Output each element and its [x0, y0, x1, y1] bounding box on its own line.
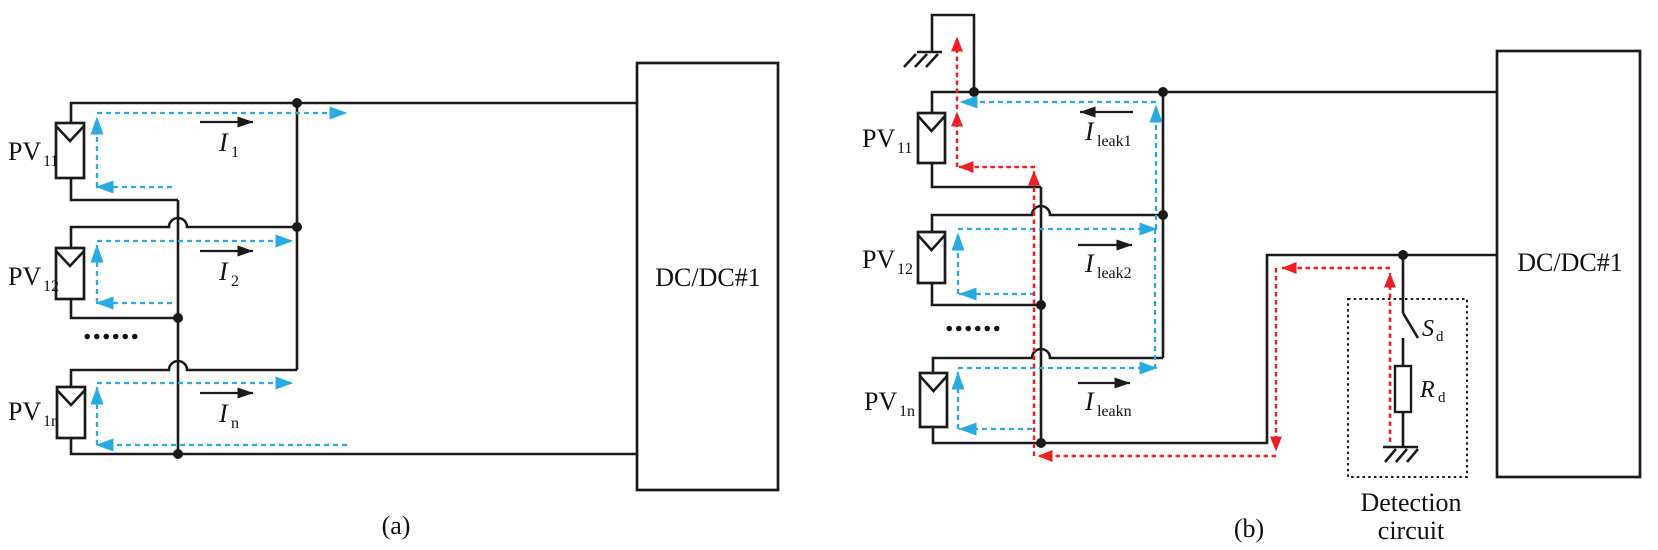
- pv-label-b1n-base: PV: [864, 387, 897, 416]
- current-label-a3-base: I: [218, 399, 229, 428]
- junction-b-2: [1158, 87, 1168, 97]
- pv-label-a12-sub: 12: [43, 278, 59, 295]
- pv-module-chevron-icon: [917, 234, 946, 252]
- pv-module-b-11: [916, 111, 947, 165]
- pv-module-chevron-icon: [55, 250, 85, 268]
- pv-module-a-1n: [55, 385, 87, 440]
- ellipsis-a: ......: [83, 310, 140, 347]
- wire-b-pv1n-top: [931, 347, 1163, 373]
- wire-a-bottom-bus: [69, 438, 637, 456]
- wire-a-top-bus: [69, 101, 637, 123]
- figure-a: DC/DC#1 I 1 I 2 I n PV 11 PV 12 PV 1n ..…: [8, 61, 780, 540]
- pv-label-b11-sub: 11: [897, 140, 912, 157]
- wire-a-pv1n-top: [69, 359, 297, 387]
- leak-label-b1-base: I: [1084, 117, 1095, 146]
- pv-label-a1n-sub: 1n: [43, 413, 59, 430]
- wire-b-pv12-top: [930, 204, 1163, 232]
- junction-b-6: [1398, 250, 1408, 260]
- wire-a-pv11-bottom: [69, 178, 178, 202]
- resistor-body: [1393, 364, 1413, 414]
- pv-label-a12-base: PV: [8, 262, 41, 291]
- pv-label-b11-base: PV: [862, 124, 895, 153]
- ellipsis-b: ......: [945, 302, 1002, 339]
- ground-symbol-top: [903, 50, 942, 68]
- junction-b-5: [1036, 438, 1046, 448]
- pv-module-a-11: [54, 121, 86, 180]
- pv-module-b-1n: [918, 371, 949, 429]
- pv-label-b12-sub: 12: [897, 261, 913, 278]
- current-label-a2-sub: 2: [231, 273, 239, 290]
- current-label-a2-base: I: [218, 257, 229, 286]
- pv-label-b12-base: PV: [862, 245, 895, 274]
- junction-a-2: [292, 222, 302, 232]
- junction-b-4: [1036, 300, 1046, 310]
- leak-label-b1-sub: leak1: [1097, 133, 1132, 150]
- junction-a-3: [173, 313, 183, 323]
- leak-label-b2-sub: leak2: [1097, 265, 1132, 282]
- switch-blade: [1401, 312, 1420, 339]
- current-label-a3-sub: n: [231, 415, 239, 432]
- detection-caption-line2: circuit: [1378, 516, 1445, 545]
- junction-b-3: [1158, 210, 1168, 220]
- junction-b-1: [969, 87, 979, 97]
- caption-b: (b): [1234, 514, 1264, 543]
- figure-b: DC/DC#1 I leak1 I leak2 I leakn PV 11 PV: [862, 13, 1642, 545]
- pv-label-a1n-base: PV: [8, 397, 41, 426]
- converter-label-b: DC/DC#1: [1517, 248, 1622, 277]
- pv-module-chevron-icon: [919, 375, 948, 393]
- wire-a-pv12-top: [69, 216, 297, 248]
- detection-caption-line1: Detection: [1360, 488, 1461, 517]
- wire-b-ground-top: [930, 13, 976, 92]
- wire-a-pv12-bottom: [69, 299, 178, 320]
- pv-module-chevron-icon: [917, 115, 946, 133]
- converter-box-b: [1495, 49, 1642, 479]
- junction-a-4: [173, 449, 183, 459]
- wire-b-top-bus: [930, 90, 1497, 113]
- leak-label-b3-sub: leakn: [1097, 403, 1132, 420]
- pv-module-a-12: [54, 246, 86, 301]
- pv-label-a11-sub: 11: [43, 153, 58, 170]
- ground-hatch-icon: [903, 53, 939, 68]
- converter-box-a: [635, 61, 780, 492]
- pv-module-b-12: [916, 230, 947, 285]
- pv-label-b1n-sub: 1n: [899, 403, 915, 420]
- wire-b-pv12-bottom: [930, 283, 1041, 307]
- leak-label-b2-base: I: [1084, 249, 1095, 278]
- converter-label-a: DC/DC#1: [655, 263, 760, 292]
- detection-circuit-box: [1347, 298, 1468, 478]
- switch-label-sub: d: [1436, 329, 1444, 345]
- caption-a: (a): [382, 511, 411, 540]
- current-label-a1-sub: 1: [231, 144, 239, 161]
- leak-label-b3-base: I: [1084, 387, 1095, 416]
- junction-a-1: [292, 98, 302, 108]
- switch-label-base: S: [1422, 316, 1434, 342]
- current-label-a1-base: I: [218, 128, 229, 157]
- ground-hatch-icon: [1384, 448, 1419, 463]
- resistor-label-sub: d: [1438, 390, 1446, 406]
- pv-label-a11-base: PV: [8, 137, 41, 166]
- pv-module-chevron-icon: [56, 389, 86, 407]
- wire-b-pv11-bottom: [930, 163, 1041, 189]
- ground-symbol-detection: [1383, 445, 1419, 463]
- wire-b-neg-bus: [931, 253, 1497, 445]
- pv-module-chevron-icon: [55, 125, 85, 143]
- resistor-label-base: R: [1419, 377, 1435, 403]
